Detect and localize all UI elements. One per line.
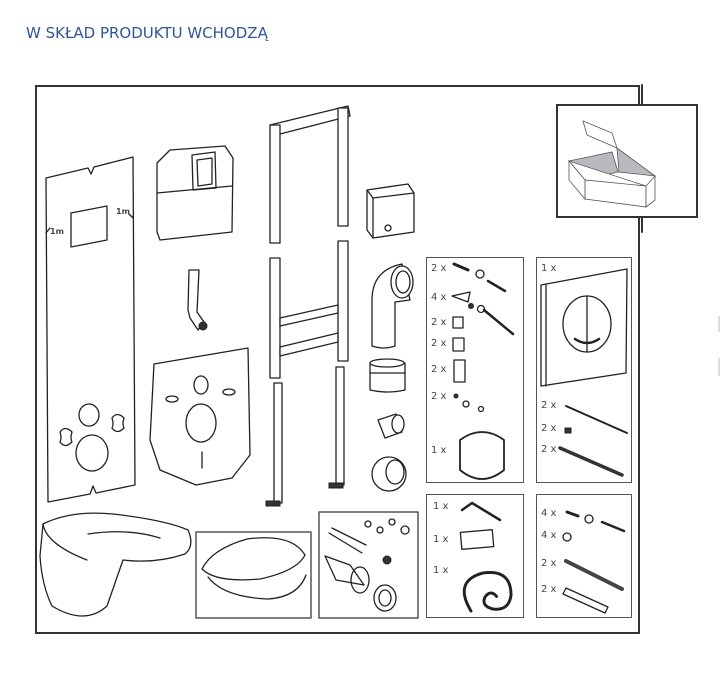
tools-qty-1: 1 x [433, 501, 449, 512]
page-edge-marker [718, 358, 720, 376]
fixings-qty-2: 4 x [431, 292, 447, 303]
fixings-qty-6: 2 x [431, 391, 447, 402]
fixings-qty-7: 1 x [431, 445, 447, 456]
fixings-qty-4: 2 x [431, 338, 447, 349]
mounting-qty-4: 2 x [541, 584, 557, 595]
tools-qty-2: 1 x [433, 534, 449, 545]
mounting-qty-2: 4 x [541, 530, 557, 541]
tools-qty-3: 1 x [433, 565, 449, 576]
mounting-qty-3: 2 x [541, 558, 557, 569]
flush-plate-qty-4: 2 x [541, 444, 557, 455]
tools-panel [426, 494, 524, 618]
mounting-qty-1: 4 x [541, 508, 557, 519]
flush-plate-qty-3: 2 x [541, 423, 557, 434]
page-edge-marker [718, 316, 720, 332]
components-diagram-frame [35, 85, 640, 634]
fixings-qty-3: 2 x [431, 317, 447, 328]
plate-label-right: 1m [116, 207, 130, 216]
flush-plate-qty-1: 1 x [541, 263, 557, 274]
flush-plate-qty-2: 2 x [541, 400, 557, 411]
section-heading: W SKŁAD PRODUKTU WCHODZĄ [26, 24, 268, 42]
plate-label-left: 1m [50, 227, 64, 236]
packaging-box-inset [556, 104, 698, 218]
fixings-qty-5: 2 x [431, 364, 447, 375]
fixings-qty-1: 2 x [431, 263, 447, 274]
